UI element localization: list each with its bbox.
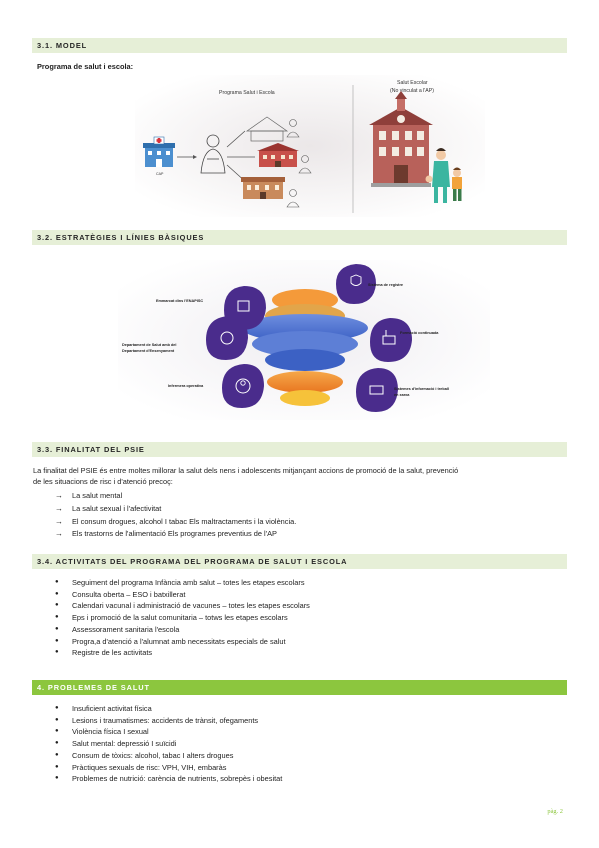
model-left-title: Programa Salut i Escola <box>219 90 275 96</box>
purpose-line-2: de les situacions de risc i d'atenció pr… <box>33 477 173 486</box>
strategy-label-4: Formació continuada <box>400 331 439 335</box>
model-right-title-2: (No vinculat a l'AP) <box>390 88 434 94</box>
problem-item: Problemes de nutrició: carència de nutri… <box>55 773 282 785</box>
model-illustration: Programa Salut i Escola CAP <box>135 75 485 217</box>
problem-item: Consum de tòxics: alcohol, tabac I alter… <box>55 750 282 762</box>
nurse-with-child-icon <box>425 148 462 203</box>
activity-item: Assessorament sanitaria l'escola <box>55 624 310 636</box>
school-brick-icon <box>241 177 285 199</box>
health-problems-list: Insuficient activitat física Lesions i t… <box>55 703 282 785</box>
school-red-icon <box>257 143 299 167</box>
problem-item: Violència física I sexual <box>55 726 282 738</box>
purpose-item: Els trastorns de l'alimentació Els progr… <box>55 528 296 541</box>
purpose-item: El consum drogues, alcohol I tabac Els m… <box>55 516 296 529</box>
model-intro: Programa de salut i escola: <box>37 62 134 71</box>
nurse-figure-icon <box>200 134 226 174</box>
strategies-diagram: Emmarcat dins l'ENAPISC Sistema de regis… <box>118 260 490 420</box>
purpose-list: La salut mental La salut sexual i l'afec… <box>55 490 296 541</box>
strategy-label-3a: Departament de Salut amb del <box>122 343 176 347</box>
globe-leaf-icon <box>206 316 248 360</box>
activity-item: Registre de les activitats <box>55 647 310 659</box>
activity-item: Seguiment del programa Infància amb salu… <box>55 577 310 589</box>
strategy-label-5: Infermera operativa <box>168 384 204 388</box>
problem-item: Lesions i traumatismes: accidents de trà… <box>55 715 282 727</box>
student-sketch-icon <box>286 119 312 208</box>
section-header-activities: 3.4. ACTIVITATS DEL PROGRAMA DEL PROGRAM… <box>32 554 567 569</box>
shield-leaf-icon <box>336 264 376 304</box>
strategy-label-3b: Departament d'Ensenyament <box>122 349 175 353</box>
section-header-strategies: 3.2. ESTRATÈGIES I LÍNIES BÀSIQUES <box>32 230 567 245</box>
section-header-purpose: 3.3. FINALITAT DEL PSIE <box>32 442 567 457</box>
strategy-label-6b: en xarxa <box>394 393 410 397</box>
activities-list: Seguiment del programa Infància amb salu… <box>55 577 310 659</box>
user-leaf-icon <box>222 364 264 408</box>
strategy-label-6a: Sistemes d'informació i treball <box>394 387 449 391</box>
page-number: pàg. 2 <box>547 808 563 815</box>
activity-item: Consulta oberta – ESO i batxillerat <box>55 589 310 601</box>
strategy-label-2: Sistema de registre <box>368 283 403 287</box>
model-right-title-1: Salut Escolar <box>397 80 428 86</box>
factory-leaf-icon <box>370 318 412 362</box>
cap-label: CAP <box>156 172 164 176</box>
school-building-icon <box>369 91 433 187</box>
strategy-label-1: Emmarcat dins l'ENAPISC <box>156 299 203 303</box>
activity-item: Eps i promoció de la salut comunitaria –… <box>55 612 310 624</box>
school-sketch-icon <box>245 116 289 142</box>
purpose-item: La salut sexual i l'afectivitat <box>55 503 296 516</box>
briefcase-leaf-icon <box>356 368 398 412</box>
section-header-health-problems: 4. PROBLEMES DE SALUT <box>32 680 567 695</box>
cap-building-icon <box>143 136 175 167</box>
problem-item: Pràctiques sexuals de risc: VPH, VIH, em… <box>55 762 282 774</box>
problem-item: Insuficient activitat física <box>55 703 282 715</box>
central-layers-icon <box>242 289 368 406</box>
section-header-model: 3.1. MODEL <box>32 38 567 53</box>
purpose-paragraph: La finalitat del PSIE és entre moltes mi… <box>33 465 573 487</box>
activity-item: Calendari vacunal i administració de vac… <box>55 600 310 612</box>
activity-item: Progra,a d'atenció a l'alumnat amb neces… <box>55 636 310 648</box>
problem-item: Salut mental: depressió I suïcidi <box>55 738 282 750</box>
purpose-line-1: La finalitat del PSIE és entre moltes mi… <box>33 466 459 475</box>
purpose-item: La salut mental <box>55 490 296 503</box>
